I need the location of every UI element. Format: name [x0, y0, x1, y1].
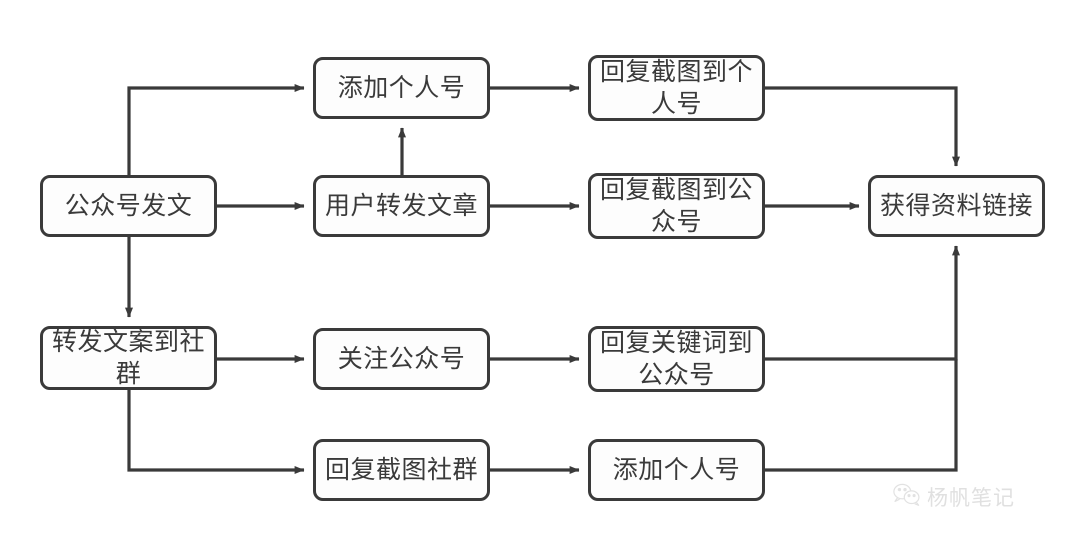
node-huifu-jietu-shequn[interactable]: 回复截图社群 [313, 439, 490, 501]
node-label: 关注公众号 [337, 345, 466, 373]
node-label: 回复截图到公众号 [599, 176, 753, 236]
node-label: 添加个人号 [612, 456, 741, 484]
edge-gongzhonghao-to-tianjia [127, 84, 305, 177]
watermark-text: 杨帆笔记 [927, 487, 1015, 510]
node-yonghu-zhuanfa-wenzhang[interactable]: 用户转发文章 [313, 175, 490, 237]
node-label: 公众号发文 [64, 192, 193, 220]
node-huifu-jietu-dao-gerenhao[interactable]: 回复截图到个人号 [588, 55, 765, 121]
node-gongzhonghao-fawen[interactable]: 公众号发文 [40, 175, 217, 237]
node-huode-ziliao-lianjie[interactable]: 获得资料链接 [868, 175, 1045, 237]
node-label: 获得资料链接 [879, 192, 1033, 220]
node-huifu-jietu-dao-gongzhonghao[interactable]: 回复截图到公众号 [588, 173, 765, 239]
edge-tianjia2-to-huodeziliao [765, 359, 958, 472]
node-guanzhu-gongzhonghao[interactable]: 关注公众号 [313, 328, 490, 390]
node-label: 添加个人号 [337, 74, 466, 102]
wechat-icon [893, 483, 920, 512]
edge-huifujietugeren-to-huodeziliao [765, 86, 960, 167]
edge-zhuanfawenan-to-huifujietushequn [127, 390, 305, 474]
node-label: 转发文案到社群 [51, 328, 205, 388]
node-zhuanfa-wenan-dao-shequn[interactable]: 转发文案到社群 [40, 326, 217, 390]
node-label: 回复关键词到公众号 [599, 329, 753, 389]
node-huifu-guanjianci-dao-gongzhonghao[interactable]: 回复关键词到公众号 [588, 326, 765, 392]
node-tianjia-gerenhao-bottom[interactable]: 添加个人号 [588, 439, 765, 501]
watermark: 杨帆笔记 [893, 482, 1015, 512]
node-tianjia-gerenhao-top[interactable]: 添加个人号 [313, 57, 490, 119]
node-label: 用户转发文章 [324, 192, 478, 220]
node-label: 回复截图社群 [324, 456, 478, 484]
node-label: 回复截图到个人号 [599, 58, 753, 118]
edge-huifuguanjianci-to-huodeziliao [765, 245, 960, 361]
